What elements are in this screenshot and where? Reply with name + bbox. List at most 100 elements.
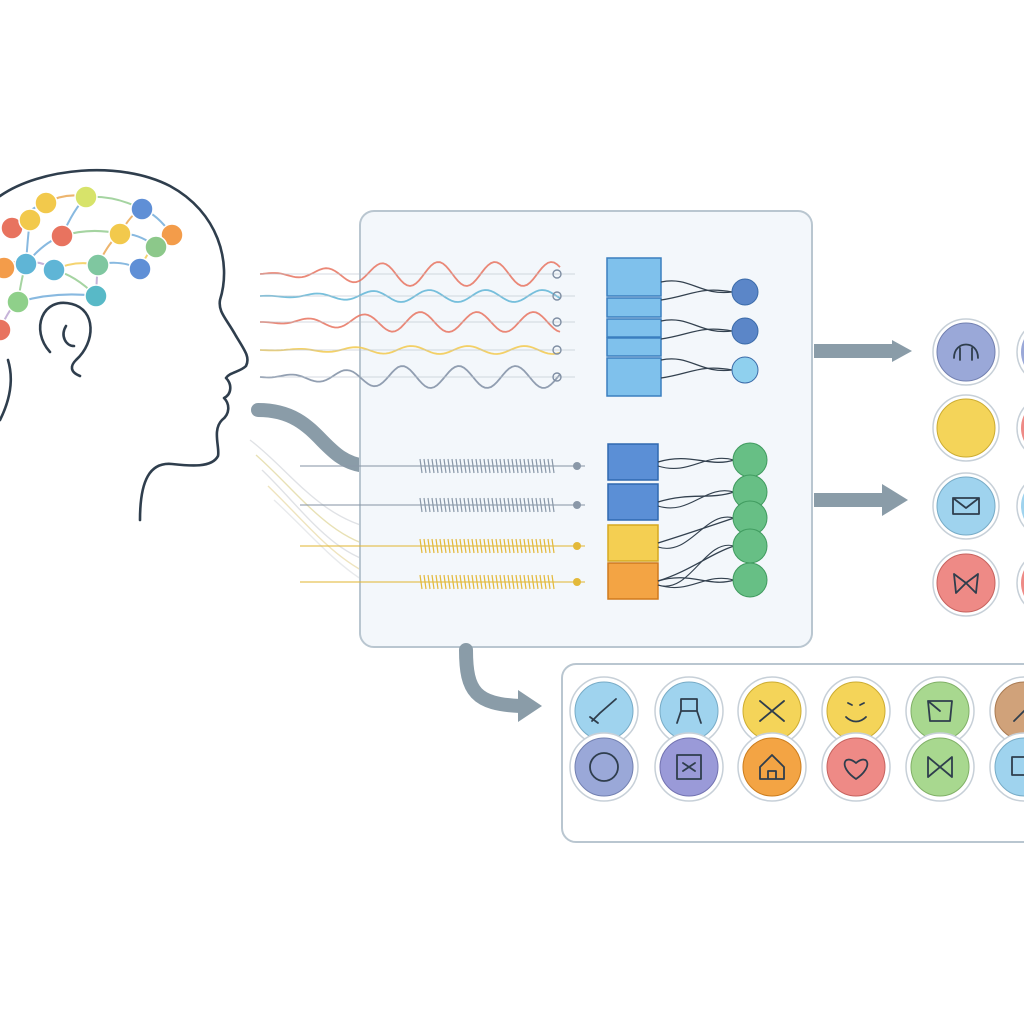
spring-end [573, 501, 581, 509]
connector [660, 358, 733, 372]
spring-coil [451, 458, 455, 474]
spring-coil [515, 574, 519, 590]
spring-coil [459, 574, 463, 590]
spring-coil [467, 538, 471, 554]
processing-panel [359, 210, 813, 648]
icon-ring [1016, 484, 1024, 528]
spring-coil [479, 538, 483, 554]
spring-coil [435, 574, 439, 590]
spring-coil [491, 458, 495, 474]
spring-coil [423, 538, 427, 554]
spring-end [573, 578, 581, 586]
spring-coil [423, 574, 427, 590]
arrow-right-bottom-head [882, 484, 908, 516]
feature-block [606, 297, 662, 318]
spring-coil [507, 458, 511, 474]
cross-icon [759, 700, 785, 722]
connector [657, 545, 735, 582]
spring-coil [435, 458, 439, 474]
connector [657, 516, 735, 549]
spring-coil [479, 458, 483, 474]
spring-coil [471, 574, 475, 590]
spring-coil [419, 574, 423, 590]
spring-coil [487, 497, 491, 513]
spring-coil [431, 538, 435, 554]
spring-coil [439, 458, 443, 474]
spring-coil [543, 497, 547, 513]
spring-coil [495, 574, 499, 590]
brain-node [130, 197, 154, 221]
face-icon-badge [826, 681, 886, 741]
spring-coil [519, 538, 523, 554]
waveform-line [260, 311, 561, 333]
spring-coil [535, 574, 539, 590]
spring-coil [491, 538, 495, 554]
connector [657, 457, 735, 469]
waveform-line [259, 289, 561, 303]
envelope-icon [952, 497, 980, 515]
spring-coil [543, 574, 547, 590]
spring-coil [483, 458, 487, 474]
brain-node [42, 258, 66, 282]
spring-coil [463, 538, 467, 554]
spring-coil [419, 538, 423, 554]
chair-icon [676, 698, 702, 724]
spring-coil [539, 538, 543, 554]
brush-icon-badge [574, 681, 634, 741]
bowtie-icon [927, 756, 953, 778]
spring-coil [507, 497, 511, 513]
spring-coil [479, 497, 483, 513]
spring-coil [511, 497, 515, 513]
output-node [732, 528, 768, 564]
circle-icon-badge [574, 737, 634, 797]
heart-icon-badge [826, 737, 886, 797]
icon-ring [1016, 330, 1024, 374]
spring-coil [463, 497, 467, 513]
spring-coil [471, 538, 475, 554]
spring-coil [487, 574, 491, 590]
spring-coil [443, 538, 447, 554]
spring-end [573, 462, 581, 470]
tool-icon-badge [994, 681, 1024, 741]
spring-coil [427, 538, 431, 554]
spring-coil [459, 458, 463, 474]
spring-coil [539, 574, 543, 590]
connector [660, 367, 733, 379]
spring-coil [443, 458, 447, 474]
spring-coil [467, 497, 471, 513]
spring-coil [543, 458, 547, 474]
brain-node [108, 222, 132, 246]
house-icon [759, 754, 785, 780]
partial-icon-badge [1021, 493, 1024, 519]
spring-coil [531, 458, 535, 474]
brain-node [128, 257, 152, 281]
spring-coil [475, 574, 479, 590]
spring-coil [487, 458, 491, 474]
brain-node [14, 252, 38, 276]
feature-block [606, 337, 662, 357]
spring-coil [547, 574, 551, 590]
spring-coil [463, 574, 467, 590]
spring-coil [523, 458, 527, 474]
spring-coil [451, 497, 455, 513]
spring-coil [515, 538, 519, 554]
feature-block [606, 357, 662, 397]
feature-block [607, 562, 659, 600]
spring-coil [451, 538, 455, 554]
spring-coil [535, 497, 539, 513]
spring-coil [487, 538, 491, 554]
spring-coil [455, 497, 459, 513]
waveform-end [552, 317, 562, 327]
spring-coil [427, 574, 431, 590]
connector [657, 491, 735, 503]
spring-coil [455, 458, 459, 474]
house-icon-badge [742, 737, 802, 797]
output-node [731, 356, 759, 384]
spring-coil [511, 538, 515, 554]
waveform-line [259, 365, 561, 389]
output-arrows [814, 340, 912, 516]
spring-coil [531, 497, 535, 513]
output-node [731, 278, 759, 306]
brush-icon [589, 698, 617, 724]
spring-coil [467, 574, 471, 590]
